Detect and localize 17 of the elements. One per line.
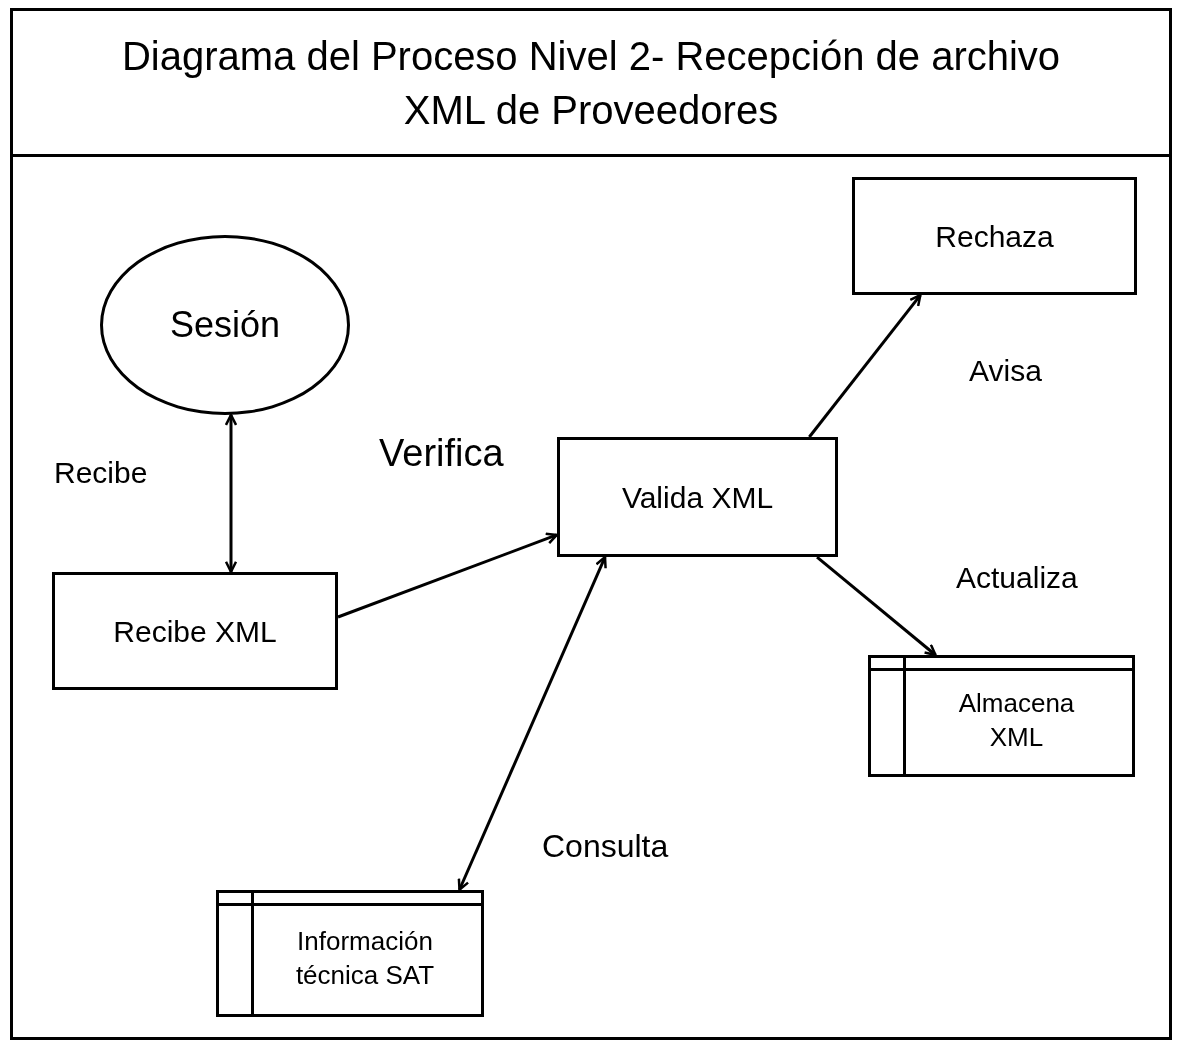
- node-label: Rechaza: [935, 218, 1054, 255]
- node-label: Almacena XML: [957, 687, 1076, 754]
- process-box: [557, 437, 838, 557]
- arrow: [224, 413, 238, 574]
- node-label: Sesión: [169, 302, 281, 347]
- node-label: Recibe XML: [113, 613, 277, 650]
- process-box: [852, 177, 1137, 295]
- node-label: Valida XML: [621, 479, 774, 516]
- data-store: [216, 890, 484, 1017]
- arrow: [816, 555, 937, 657]
- process-box: [52, 572, 338, 690]
- arrow: [808, 293, 922, 438]
- node-label: Información técnica SAT: [294, 924, 436, 992]
- arrow: [457, 555, 607, 891]
- data-store: [868, 655, 1135, 777]
- diagram-title: Diagrama del Proceso Nivel 2- Recepción de archivo XML de Proveedores: [120, 32, 1062, 134]
- arrow: [337, 532, 559, 619]
